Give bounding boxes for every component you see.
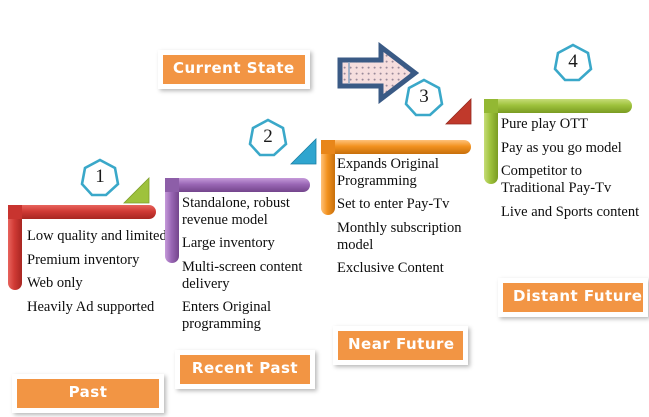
stage-label-near-future: Near Future <box>333 326 468 365</box>
list-item: Expands Original Programming <box>337 156 439 189</box>
stage-accent-triangle-2 <box>289 137 317 165</box>
list-item: Heavily Ad supported <box>27 299 155 316</box>
progress-arrow <box>337 41 420 109</box>
list-item: Set to enter Pay-Tv <box>337 196 450 213</box>
stage-accent-triangle-3 <box>444 97 472 125</box>
stage-marker-2: 2 <box>248 118 288 158</box>
stage-marker-2-number: 2 <box>263 126 273 147</box>
stage-items-3: Expands Original Programming Set to ente… <box>337 156 477 284</box>
stage-items-4: Pure play OTT Pay as you go model Compet… <box>501 116 643 227</box>
list-item: Live and Sports content <box>501 203 640 220</box>
list-item: Low quality and limited <box>27 228 167 244</box>
stage-label-past-text: Past <box>17 379 159 408</box>
stage-label-past: Past <box>12 374 164 413</box>
list-item: Monthly subscription model <box>337 220 462 253</box>
list-item: Standalone, robust revenue model <box>182 195 290 228</box>
list-item: Multi-screen content delivery <box>182 259 303 292</box>
stage-label-near-future-text: Near Future <box>338 331 463 360</box>
current-state-label-text: Current State <box>163 55 305 84</box>
stage-marker-1: 1 <box>80 158 120 198</box>
list-item: Pure play OTT <box>501 116 588 132</box>
list-item: Premium inventory <box>27 251 140 268</box>
stage-marker-4-number: 4 <box>568 51 578 72</box>
stage-marker-3-number: 3 <box>419 86 429 107</box>
list-item: Enters Original programming <box>182 299 271 333</box>
stage-bracket-1 <box>8 205 156 290</box>
list-item: Exclusive Content <box>337 260 444 277</box>
stage-items-2: Standalone, robust revenue model Large i… <box>182 195 307 340</box>
stage-items-1: Low quality and limited Premium inventor… <box>27 228 167 323</box>
stage-label-distant-future-text: Distant Future <box>503 283 643 312</box>
current-state-label: Current State <box>158 50 310 89</box>
stage-marker-1-number: 1 <box>95 166 105 187</box>
stage-marker-3: 3 <box>404 78 444 118</box>
stage-label-distant-future: Distant Future <box>498 278 648 317</box>
stage-bracket-2 <box>165 178 310 263</box>
list-item: Competitor to Traditional Pay-Tv <box>501 163 612 197</box>
stage-label-recent-past: Recent Past <box>175 350 315 389</box>
stage-label-recent-past-text: Recent Past <box>180 355 310 384</box>
stage-marker-4: 4 <box>553 43 593 83</box>
stage-accent-triangle-1 <box>122 176 150 204</box>
list-item: Pay as you go model <box>501 139 622 156</box>
stage-bracket-4 <box>484 99 632 184</box>
stage-bracket-3 <box>321 140 471 215</box>
list-item: Web only <box>27 275 83 292</box>
list-item: Large inventory <box>182 235 275 252</box>
